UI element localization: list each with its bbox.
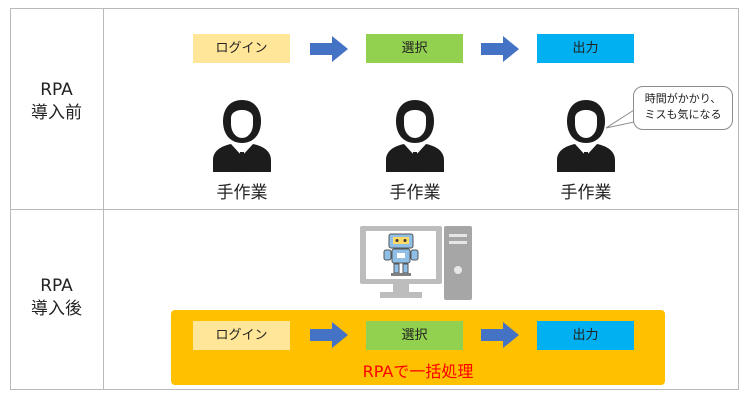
speech-bubble-tail-icon xyxy=(606,109,635,129)
bubble-line1: 時間がかかり、 xyxy=(644,92,722,105)
before-label-line1: RPA xyxy=(40,80,73,100)
before-arrow-1-icon xyxy=(310,36,348,62)
worker-label: 手作業 xyxy=(216,183,268,203)
horizontal-divider xyxy=(10,209,739,210)
before-arrow-2-icon xyxy=(481,36,519,62)
before-label-line2: 導入前 xyxy=(31,103,82,123)
after-label-line1: RPA xyxy=(40,276,73,296)
rpa-caption: RPAで一括処理 xyxy=(362,362,474,381)
after-step-login: ログイン xyxy=(193,321,290,350)
speech-bubble: 時間がかかり、 ミスも気になる xyxy=(633,86,733,130)
person-icon xyxy=(386,100,444,172)
after-arrow-2-icon xyxy=(481,322,519,348)
worker-label: 手作業 xyxy=(560,183,612,203)
before-step-select: 選択 xyxy=(366,34,463,63)
worker-label: 手作業 xyxy=(389,183,441,203)
after-step-select: 選択 xyxy=(366,321,463,350)
after-label-line2: 導入後 xyxy=(31,299,82,319)
diagram-frame xyxy=(10,8,739,390)
before-step-output: 出力 xyxy=(537,34,634,63)
after-row-label: RPA 導入後 xyxy=(10,275,103,321)
before-row-label: RPA 導入前 xyxy=(10,79,103,125)
person-icon xyxy=(557,100,615,172)
after-arrow-1-icon xyxy=(310,322,348,348)
person-icon xyxy=(213,100,271,172)
robot-computer-icon xyxy=(360,226,472,300)
bubble-line2: ミスも気になる xyxy=(644,108,722,121)
after-step-output: 出力 xyxy=(537,321,634,350)
before-step-login: ログイン xyxy=(193,34,290,63)
vertical-divider xyxy=(103,8,104,390)
